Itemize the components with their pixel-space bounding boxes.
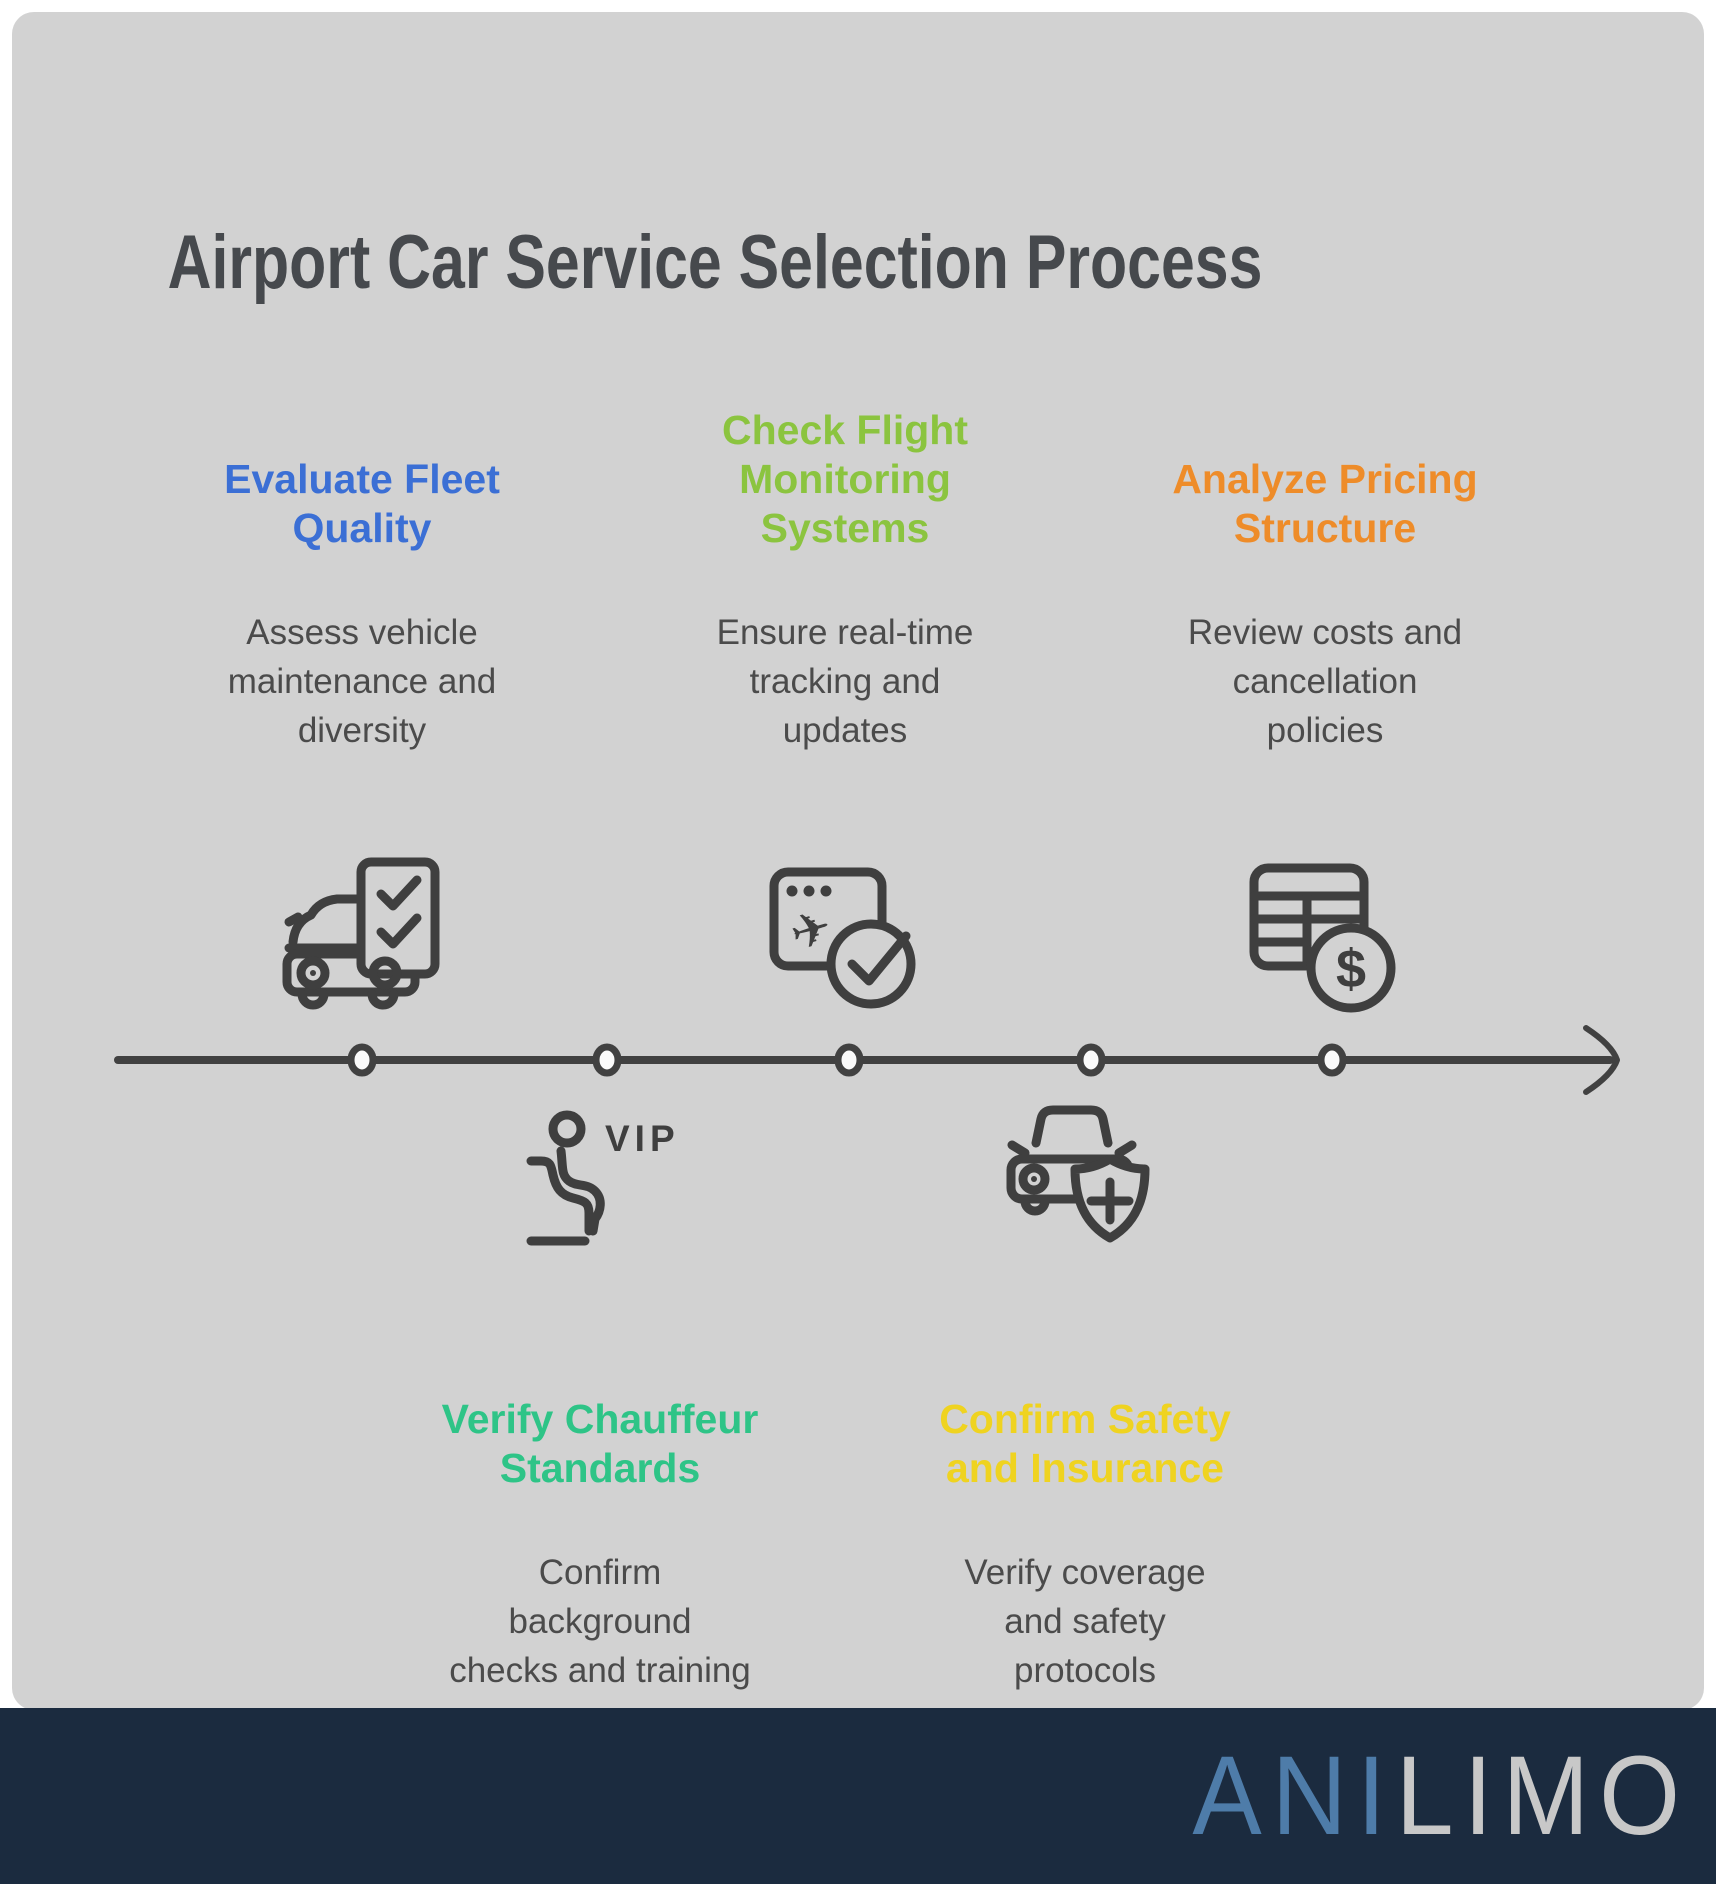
browser-dot-1 (786, 885, 798, 897)
check-mark (847, 931, 911, 986)
car-hub-dot (1031, 1176, 1037, 1182)
car-mirror-line (284, 912, 303, 927)
car-wheel (1020, 1196, 1050, 1216)
dollar-sign: $ (1336, 939, 1366, 999)
page-title: Airport Car Service Selection Process (167, 219, 1263, 305)
browser-dot-2 (803, 885, 815, 897)
car-wheel-right (367, 989, 399, 1010)
brand-logo: ANILIMO (1192, 1732, 1690, 1861)
car-shield-icon (1006, 1105, 1150, 1243)
dollar-coin (1306, 923, 1396, 1013)
car-tick-left (1007, 1140, 1030, 1158)
timeline-node-3 (834, 1043, 864, 1077)
background-panel (12, 12, 1704, 1710)
flight-monitor-icon: ✈ (769, 867, 916, 1009)
timeline-arrow-head (1583, 1025, 1620, 1095)
browser-dot-3 (820, 885, 832, 897)
car-wheel-left (297, 989, 329, 1010)
car-hub (1018, 1163, 1050, 1195)
car-roof (1031, 1105, 1113, 1148)
footer-bar: ANILIMO (0, 1708, 1716, 1884)
brand-logo-limo: LIMO (1395, 1732, 1690, 1859)
car-hub-right (368, 956, 402, 990)
checklist-board (356, 857, 440, 979)
car-checklist-icon (282, 857, 440, 1010)
check-mark-2 (376, 913, 422, 949)
person-body (556, 1146, 605, 1236)
car-roof-line (288, 894, 374, 947)
vip-label: VIP (605, 1118, 680, 1159)
vip-seat-icon: VIP (526, 1110, 680, 1246)
brand-logo-ani: ANI (1192, 1732, 1396, 1859)
check-mark-1 (376, 875, 422, 911)
car-tick-right (1114, 1140, 1137, 1158)
timeline-node-2 (592, 1043, 622, 1077)
pricing-table-icon: $ (1249, 863, 1396, 1013)
timeline (114, 1025, 1620, 1095)
seat-back (526, 1156, 594, 1236)
car-hub-dot-right (382, 970, 388, 976)
timeline-node-4 (1076, 1043, 1106, 1077)
timeline-node-5 (1317, 1043, 1347, 1077)
car-hub-left (296, 956, 330, 990)
person-head (548, 1110, 586, 1148)
check-circle (826, 919, 916, 1009)
timeline-node-1 (347, 1043, 377, 1077)
car-hub-dot-left (310, 970, 316, 976)
